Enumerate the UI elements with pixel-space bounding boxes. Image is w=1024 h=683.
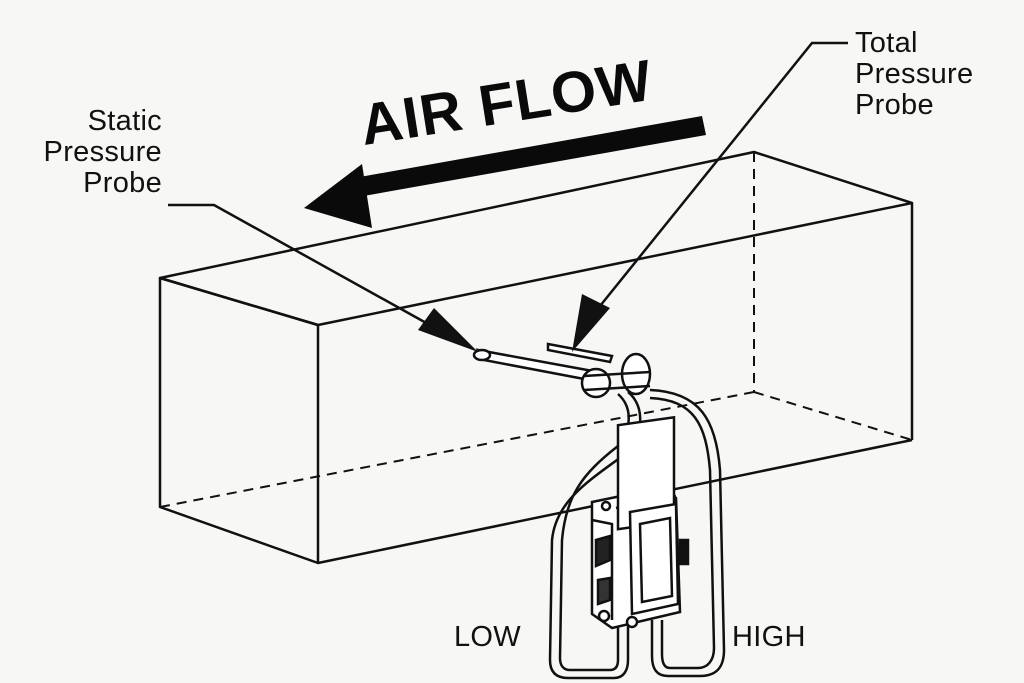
- high-tube-inner: [649, 396, 716, 670]
- total-probe: [546, 342, 614, 364]
- total-label-line-2: Pressure: [855, 58, 974, 90]
- total-pointer-arrowhead: [572, 294, 610, 352]
- total-leader-line: [599, 41, 848, 307]
- airflow-arrow: [304, 116, 706, 228]
- duct-front-face: [158, 276, 320, 565]
- static-pressure-probe-label: Static Pressure Probe: [10, 106, 162, 199]
- static-probe-tip: [472, 348, 492, 362]
- high-port-label: HIGH: [732, 621, 806, 653]
- total-label-line-1: Total: [855, 27, 918, 59]
- hidden-edge-back: [753, 391, 913, 441]
- high-tube-outer: [649, 388, 726, 678]
- static-pointer-arrowhead: [418, 308, 478, 352]
- probe-fitting: [580, 367, 612, 399]
- pressure-switch: [590, 415, 690, 630]
- static-leader-line: [168, 203, 447, 336]
- total-label-line-3: Probe: [855, 89, 934, 121]
- low-port-label: LOW: [454, 621, 521, 653]
- static-label-line-1: Static: [87, 105, 162, 137]
- static-label-line-3: Probe: [83, 167, 162, 199]
- total-pressure-probe-label: Total Pressure Probe: [855, 28, 1015, 121]
- static-label-line-2: Pressure: [43, 136, 162, 168]
